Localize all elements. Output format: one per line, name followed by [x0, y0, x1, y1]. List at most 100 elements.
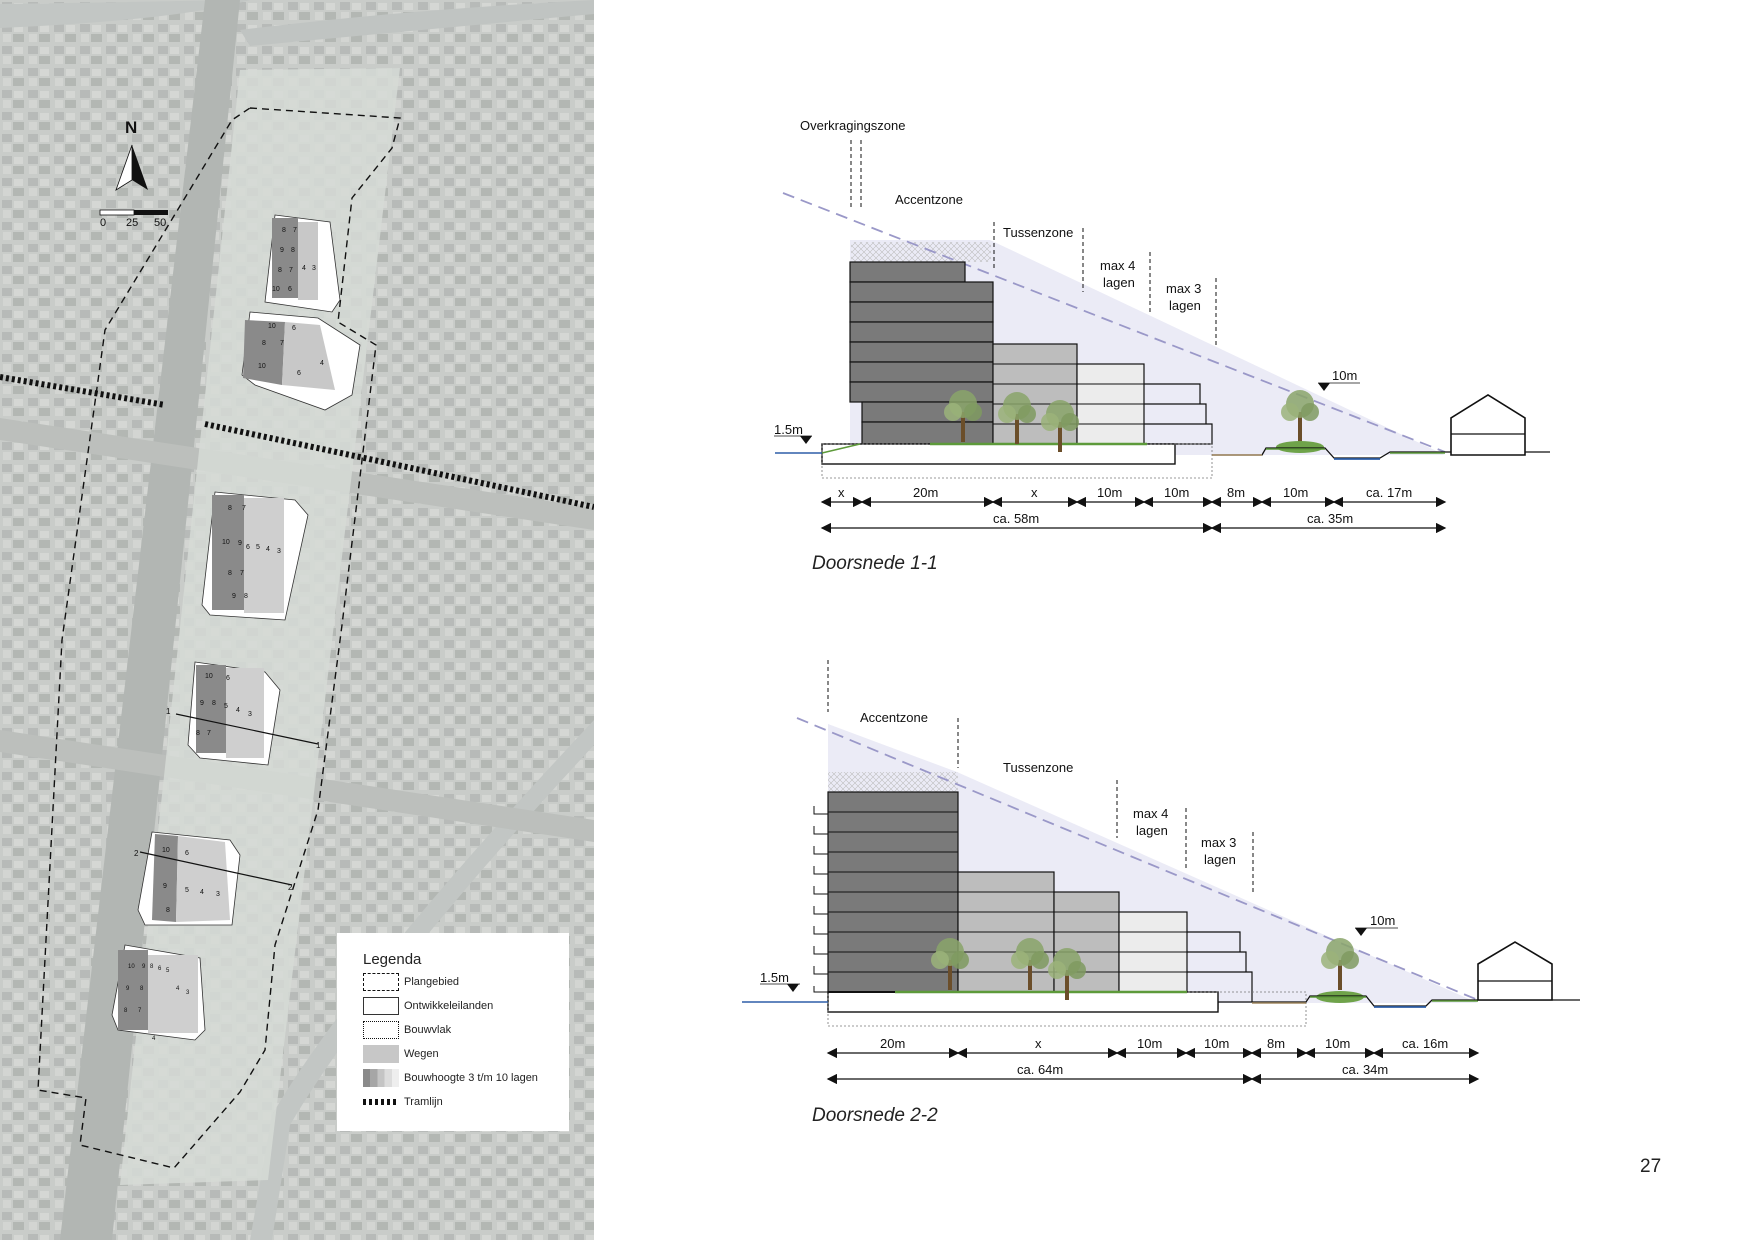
svg-text:7: 7 — [293, 227, 297, 234]
svg-text:max 3: max 3 — [1166, 281, 1201, 296]
svg-text:10m: 10m — [1137, 1036, 1162, 1051]
svg-text:10m: 10m — [1325, 1036, 1350, 1051]
svg-text:9: 9 — [126, 986, 130, 992]
legend-item-ontwikkeleilanden: Ontwikkeleilanden — [363, 996, 493, 1016]
canal — [240, 0, 594, 46]
section-line-1 — [175, 713, 319, 745]
svg-text:4: 4 — [266, 546, 270, 553]
svg-text:10m: 10m — [1370, 913, 1395, 928]
svg-text:ca. 58m: ca. 58m — [993, 511, 1039, 526]
section-marker: 2 — [134, 849, 139, 858]
svg-text:9: 9 — [163, 883, 167, 890]
legend-item-tramlijn: Tramlijn — [363, 1092, 443, 1112]
svg-text:9: 9 — [200, 700, 204, 707]
legend-swatch — [363, 1021, 399, 1039]
svg-text:lagen: lagen — [1169, 298, 1201, 313]
svg-text:5: 5 — [224, 703, 228, 710]
svg-text:6: 6 — [297, 370, 301, 377]
svg-text:Accentzone: Accentzone — [860, 710, 928, 725]
svg-text:x: x — [1031, 485, 1038, 500]
svg-text:6: 6 — [158, 966, 162, 972]
legend-item-plangebied: Plangebied — [363, 972, 459, 992]
svg-text:10: 10 — [205, 673, 213, 680]
envelope-line — [782, 192, 1446, 453]
svg-text:9: 9 — [232, 593, 236, 600]
section-1-title: Doorsnede 1-1 — [812, 553, 938, 574]
svg-text:Tussenzone: Tussenzone — [1003, 225, 1073, 240]
svg-text:8: 8 — [291, 247, 295, 254]
svg-text:7: 7 — [240, 570, 244, 577]
main-road — [60, 0, 240, 1240]
envelope-line — [796, 717, 1479, 1001]
tram-line — [204, 421, 594, 510]
svg-text:8: 8 — [212, 700, 216, 707]
svg-text:3: 3 — [277, 548, 281, 555]
svg-text:20m: 20m — [880, 1036, 905, 1051]
svg-text:8: 8 — [140, 986, 144, 992]
development-island-4: 10 6 9 8 5 4 3 8 7 — [187, 661, 281, 766]
svg-text:max 3: max 3 — [1201, 835, 1236, 850]
aerial-map: 8 7 9 8 8 7 4 3 10 6 10 6 8 7 4 10 6 — [0, 0, 594, 1240]
svg-text:6: 6 — [226, 675, 230, 682]
svg-text:max 4: max 4 — [1100, 258, 1135, 273]
svg-text:3: 3 — [186, 990, 190, 996]
svg-text:4: 4 — [200, 889, 204, 896]
canal — [0, 0, 250, 28]
svg-text:10: 10 — [258, 363, 266, 370]
svg-text:7: 7 — [280, 340, 284, 347]
svg-text:25: 25 — [126, 217, 138, 229]
svg-text:8: 8 — [282, 227, 286, 234]
svg-text:8: 8 — [150, 964, 154, 970]
svg-text:Accentzone: Accentzone — [895, 192, 963, 207]
development-island-6: 10 9 8 6 5 9 8 4 3 8 7 4 — [111, 944, 206, 1042]
svg-text:5: 5 — [256, 544, 260, 551]
svg-text:max 4: max 4 — [1133, 806, 1168, 821]
svg-text:8: 8 — [196, 730, 200, 737]
svg-text:lagen: lagen — [1204, 852, 1236, 867]
svg-text:4: 4 — [236, 707, 240, 714]
svg-text:6: 6 — [246, 544, 250, 551]
svg-text:6: 6 — [185, 850, 189, 857]
svg-text:10: 10 — [222, 539, 230, 546]
legend-swatch — [363, 1099, 399, 1105]
canal — [250, 720, 594, 1240]
development-island-1: 8 7 9 8 8 7 4 3 10 6 — [264, 214, 341, 313]
svg-text:8: 8 — [278, 267, 282, 274]
svg-text:lagen: lagen — [1103, 275, 1135, 290]
svg-text:6: 6 — [288, 286, 292, 293]
svg-text:50: 50 — [154, 217, 166, 229]
svg-text:8: 8 — [228, 505, 232, 512]
section-marker: 2 — [288, 883, 293, 892]
north-arrow: N — [115, 118, 148, 191]
cross-sections: 1.5m 10m Overkragingszone Accentzone Tus… — [742, 118, 1580, 1085]
svg-text:0: 0 — [100, 217, 106, 229]
svg-text:10m: 10m — [1097, 485, 1122, 500]
svg-text:9: 9 — [142, 964, 146, 970]
legend-swatch — [363, 1069, 399, 1087]
svg-text:8: 8 — [124, 1008, 128, 1014]
svg-text:20m: 20m — [913, 485, 938, 500]
svg-text:4: 4 — [320, 360, 324, 367]
section-2-drawing: 1.5m 10m Accentzone Tussenzone max 4 lag… — [742, 660, 1580, 1085]
svg-text:10: 10 — [272, 286, 280, 293]
svg-text:7: 7 — [207, 730, 211, 737]
svg-text:9: 9 — [280, 247, 284, 254]
svg-text:4: 4 — [302, 265, 306, 272]
svg-text:N: N — [125, 118, 137, 137]
section-marker: 1 — [316, 741, 321, 750]
svg-text:3: 3 — [248, 711, 252, 718]
svg-text:5: 5 — [166, 968, 170, 974]
legend-item-bouwhoogte: Bouwhoogte 3 t/m 10 lagen — [363, 1068, 538, 1088]
svg-text:5: 5 — [185, 887, 189, 894]
svg-text:lagen: lagen — [1136, 823, 1168, 838]
svg-text:ca. 35m: ca. 35m — [1307, 511, 1353, 526]
svg-text:3: 3 — [216, 891, 220, 898]
svg-text:4: 4 — [152, 1036, 156, 1042]
scale-bar: 0 25 50 — [99, 209, 168, 229]
svg-text:ca. 34m: ca. 34m — [1342, 1062, 1388, 1077]
svg-text:10: 10 — [268, 323, 276, 330]
svg-text:7: 7 — [138, 1008, 142, 1014]
svg-text:4: 4 — [176, 986, 180, 992]
page-number: 27 — [1640, 1156, 1662, 1177]
svg-text:9: 9 — [238, 540, 242, 547]
